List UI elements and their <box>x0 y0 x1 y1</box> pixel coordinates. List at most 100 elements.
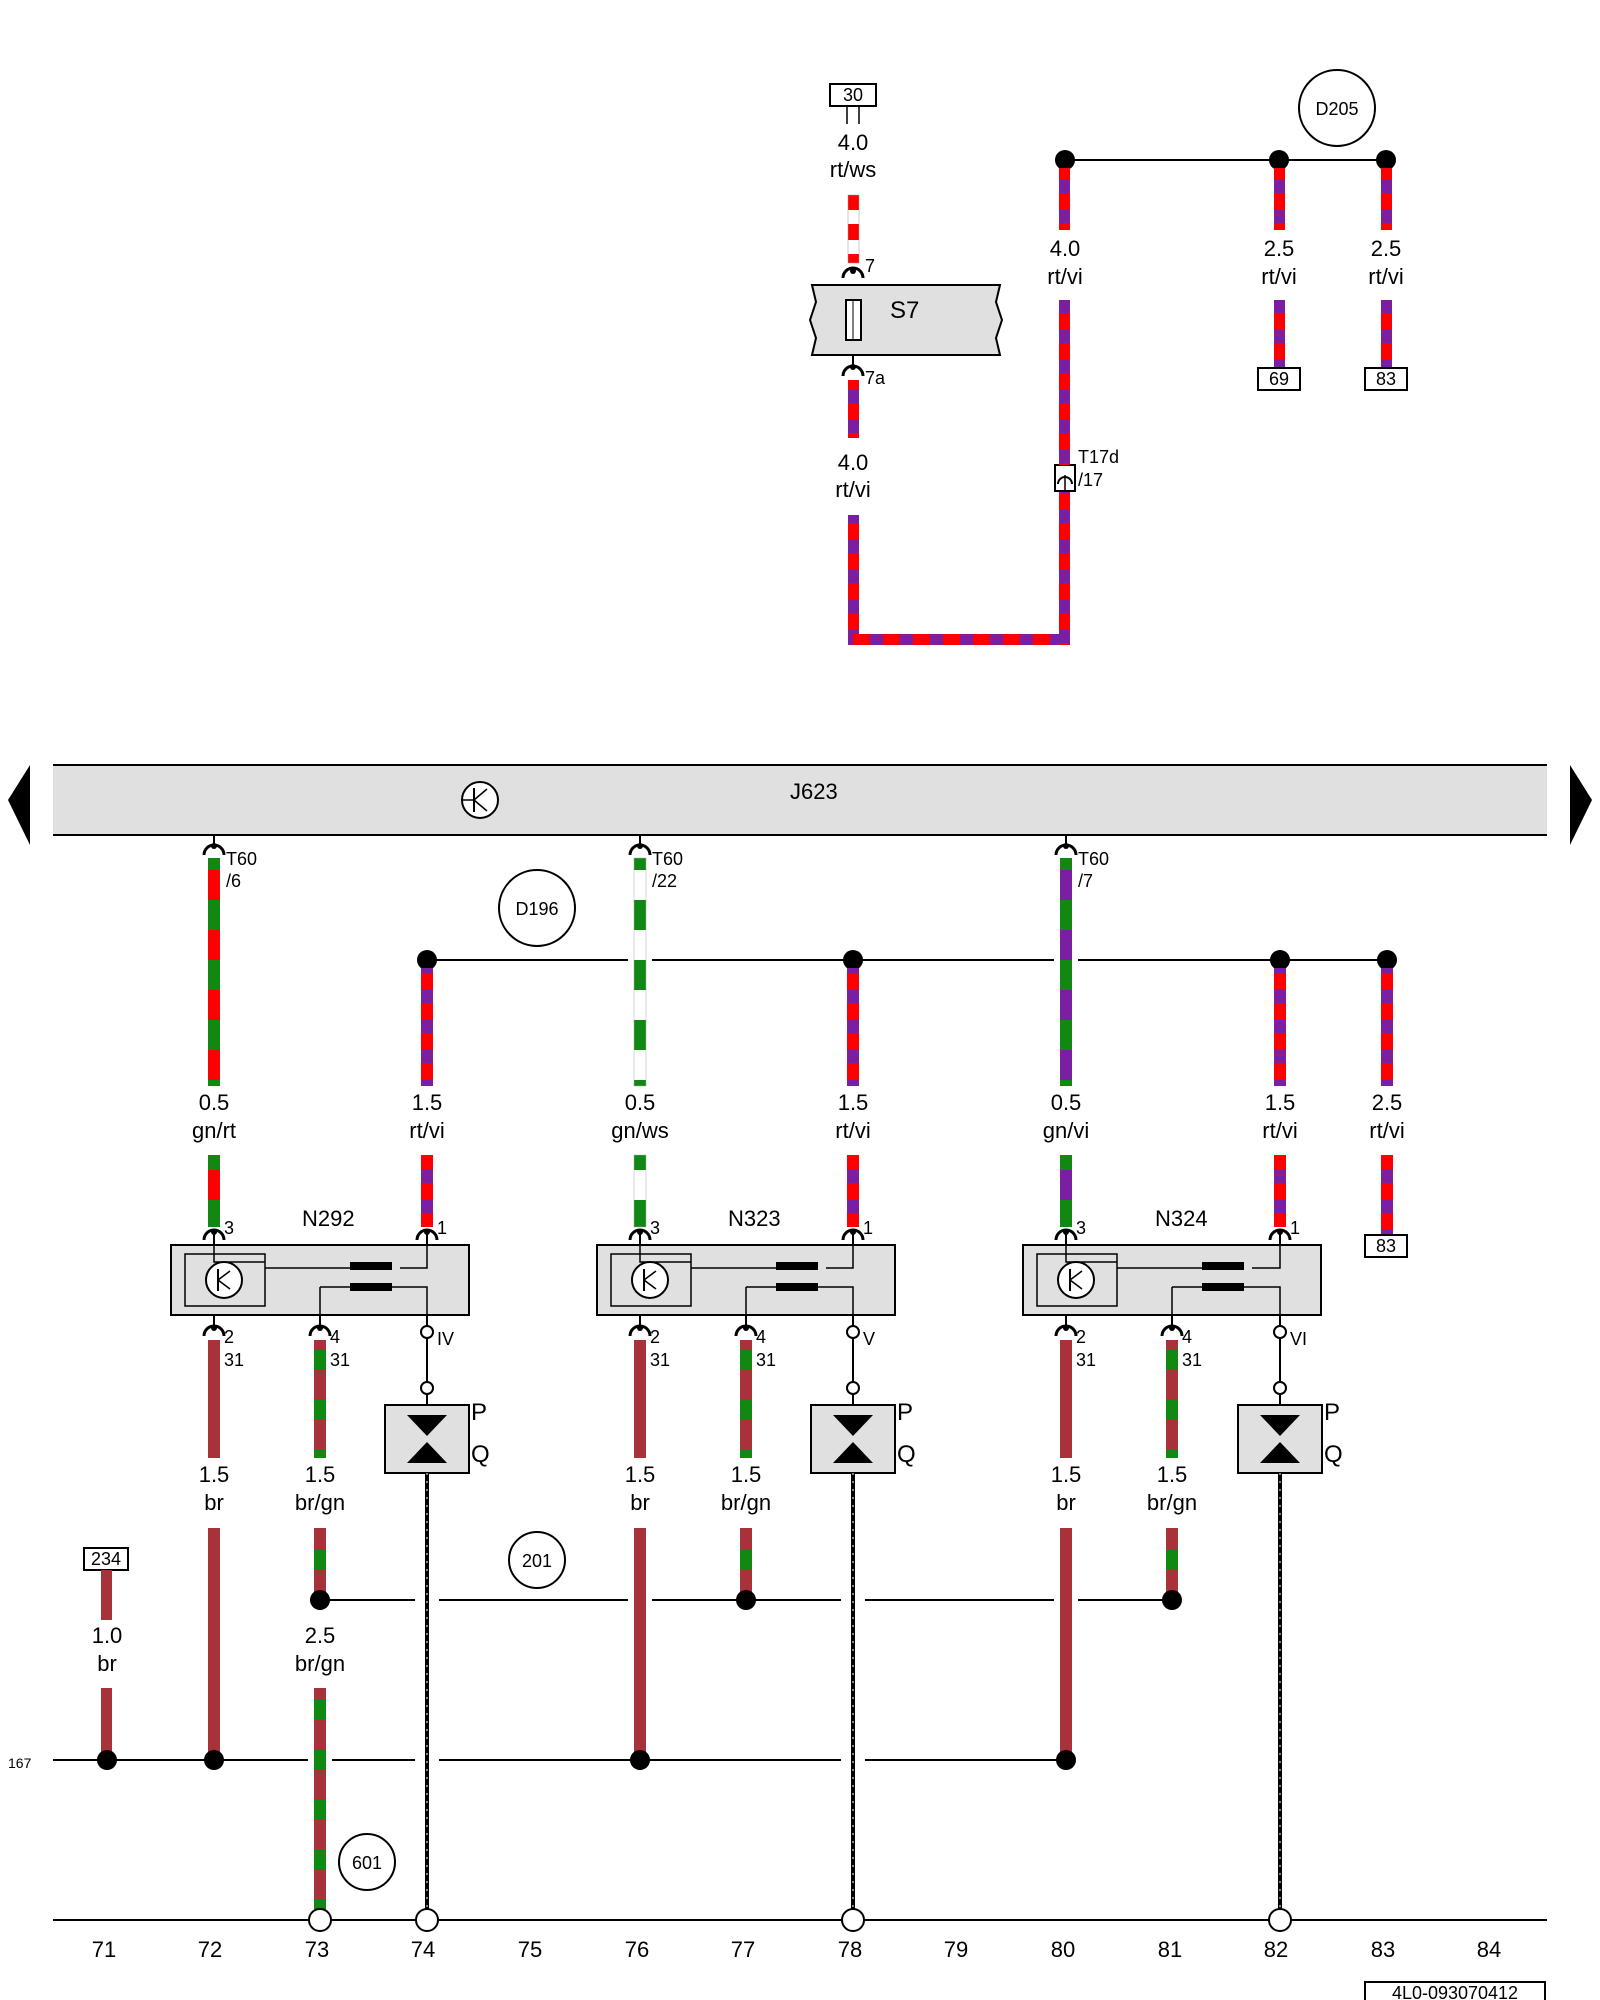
ecu-pin-22-pin: /22 <box>652 871 677 891</box>
d196-node-78 <box>843 950 863 970</box>
wire-71-bottom <box>101 1688 112 1760</box>
wire-d205a-color: rt/vi <box>1047 264 1082 289</box>
track-72: 72 <box>198 1937 222 1962</box>
spark-plug-cyl5 <box>810 1338 896 1912</box>
coil-n324-name: N324 <box>1155 1206 1208 1231</box>
ecu-pin-t60-22 <box>628 835 652 856</box>
end-circle-78 <box>841 1908 865 1932</box>
spark-plug-cyl6-p: P <box>1324 1399 1340 1426</box>
wire-80-ground-top <box>1060 1340 1072 1458</box>
track-78: 78 <box>838 1937 862 1962</box>
terminal-30: 30 <box>829 83 877 124</box>
wire-fuse-size: 4.0 <box>838 450 869 475</box>
terminal-83-top-label: 83 <box>1376 369 1396 389</box>
fuse-s7-pin-out <box>841 355 865 377</box>
wire-d205-riser-low <box>1059 490 1070 645</box>
wire-72-ground-top <box>208 1340 220 1458</box>
terminal-83-top <box>1364 367 1408 391</box>
fuse-pin-out-label: 7a <box>865 368 886 388</box>
coil-n292 <box>170 1228 470 1339</box>
coil-n323 <box>596 1228 896 1339</box>
ground-node-76 <box>630 1750 650 1770</box>
wire-fuse-color: rt/vi <box>835 477 870 502</box>
ground-node-71 <box>97 1750 117 1770</box>
junction-d205-circle <box>1298 69 1376 147</box>
terminal-83-bottom-label: 83 <box>1376 1236 1396 1256</box>
junction-d196-circle <box>498 869 576 947</box>
coil-n323-name: N323 <box>728 1206 781 1231</box>
junction-601-label: 601 <box>352 1853 382 1873</box>
wire-74-color: rt/vi <box>409 1118 444 1143</box>
track-73: 73 <box>305 1937 329 1962</box>
wire-d205-a-top <box>1059 168 1070 230</box>
ground-80-color: br <box>1056 1490 1076 1515</box>
wire-30-color: rt/ws <box>830 157 876 182</box>
junction-601-circle <box>338 1833 396 1891</box>
terminal-83-bottom <box>1364 1234 1408 1258</box>
ground-73b-color: br/gn <box>295 1651 345 1676</box>
wire-80-signal-bottom <box>1060 1155 1072 1227</box>
wire-72-signal-top <box>208 858 220 1086</box>
coil-n292-pin1: 1 <box>437 1218 447 1238</box>
junction-d196-label: D196 <box>515 899 558 919</box>
wire-81-ground-top <box>1166 1340 1178 1458</box>
terminal-69-label: 69 <box>1269 369 1289 389</box>
coil-n324-pin1: 1 <box>1290 1218 1300 1238</box>
coil-n324-pin4: 4 <box>1182 1327 1192 1347</box>
track-82: 82 <box>1264 1937 1288 1962</box>
ground-76-color: br <box>630 1490 650 1515</box>
ground-76-size: 1.5 <box>625 1462 656 1487</box>
wire-72-signal-bottom <box>208 1155 220 1227</box>
track-79: 79 <box>944 1937 968 1962</box>
spark-plug-cyl4 <box>384 1338 470 1912</box>
terminal-30-label: 30 <box>843 85 863 105</box>
wire-30 <box>847 194 860 264</box>
ground-77-color: br/gn <box>721 1490 771 1515</box>
wire-d205-c-top <box>1381 168 1392 230</box>
wire-78-color: rt/vi <box>835 1118 870 1143</box>
ground-81-color: br/gn <box>1147 1490 1197 1515</box>
ground-72-color: br <box>204 1490 224 1515</box>
coil-n292-pin4: 4 <box>330 1327 340 1347</box>
coil-n323-pin1: 1 <box>863 1218 873 1238</box>
ground-node-72 <box>204 1750 224 1770</box>
t17d-pin: /17 <box>1078 470 1103 490</box>
wire-83-supply-bottom <box>1381 1155 1393 1235</box>
wire-d205b-size: 2.5 <box>1264 236 1295 261</box>
ecu-pin-7-conn: T60 <box>1078 849 1109 869</box>
ecu-j623-label: J623 <box>790 779 838 804</box>
wire-76-signal-top <box>633 857 647 1087</box>
wire-74-size: 1.5 <box>412 1090 443 1115</box>
wire-73-ground-top <box>314 1340 326 1458</box>
wire-82-size: 1.5 <box>1265 1090 1296 1115</box>
track-75: 75 <box>518 1937 542 1962</box>
terminal-69 <box>1257 367 1301 391</box>
coil-n323-pin2: 2 <box>650 1327 660 1347</box>
track-81: 81 <box>1158 1937 1182 1962</box>
ground-80-size: 1.5 <box>1051 1462 1082 1487</box>
wire-76-ground-top <box>634 1340 646 1458</box>
wire-77-ground-mid <box>740 1528 752 1598</box>
wire-d205c-size: 2.5 <box>1371 236 1402 261</box>
wire-d205-c-bottom <box>1381 300 1392 368</box>
wire-fuse-out-a <box>848 380 859 438</box>
coil-n323-pin4: 4 <box>756 1327 766 1347</box>
wire-72-color: gn/rt <box>192 1118 236 1143</box>
track-77: 77 <box>731 1937 755 1962</box>
wire-76-color: gn/ws <box>611 1118 668 1143</box>
coil-n323-out: V <box>863 1329 875 1349</box>
wire-d205-b-top <box>1274 168 1285 230</box>
wire-74-supply-top <box>421 968 433 1086</box>
connector-t17d <box>1054 464 1076 492</box>
track-numbers: 71 72 73 74 75 76 77 78 79 80 81 82 83 8… <box>92 1937 1501 1962</box>
page-right-arrow <box>1570 765 1592 845</box>
ground-71-size: 1.0 <box>92 1623 123 1648</box>
ground-77-size: 1.5 <box>731 1462 762 1487</box>
fuse-s7-label: S7 <box>890 297 919 324</box>
ground-73b-size: 2.5 <box>305 1623 336 1648</box>
wire-80-signal-top <box>1060 858 1072 1086</box>
track-71: 71 <box>92 1937 116 1962</box>
wire-73-ground-bottom <box>314 1688 326 1910</box>
end-circle-73 <box>308 1908 332 1932</box>
coil-n324-pin3: 3 <box>1076 1218 1086 1238</box>
